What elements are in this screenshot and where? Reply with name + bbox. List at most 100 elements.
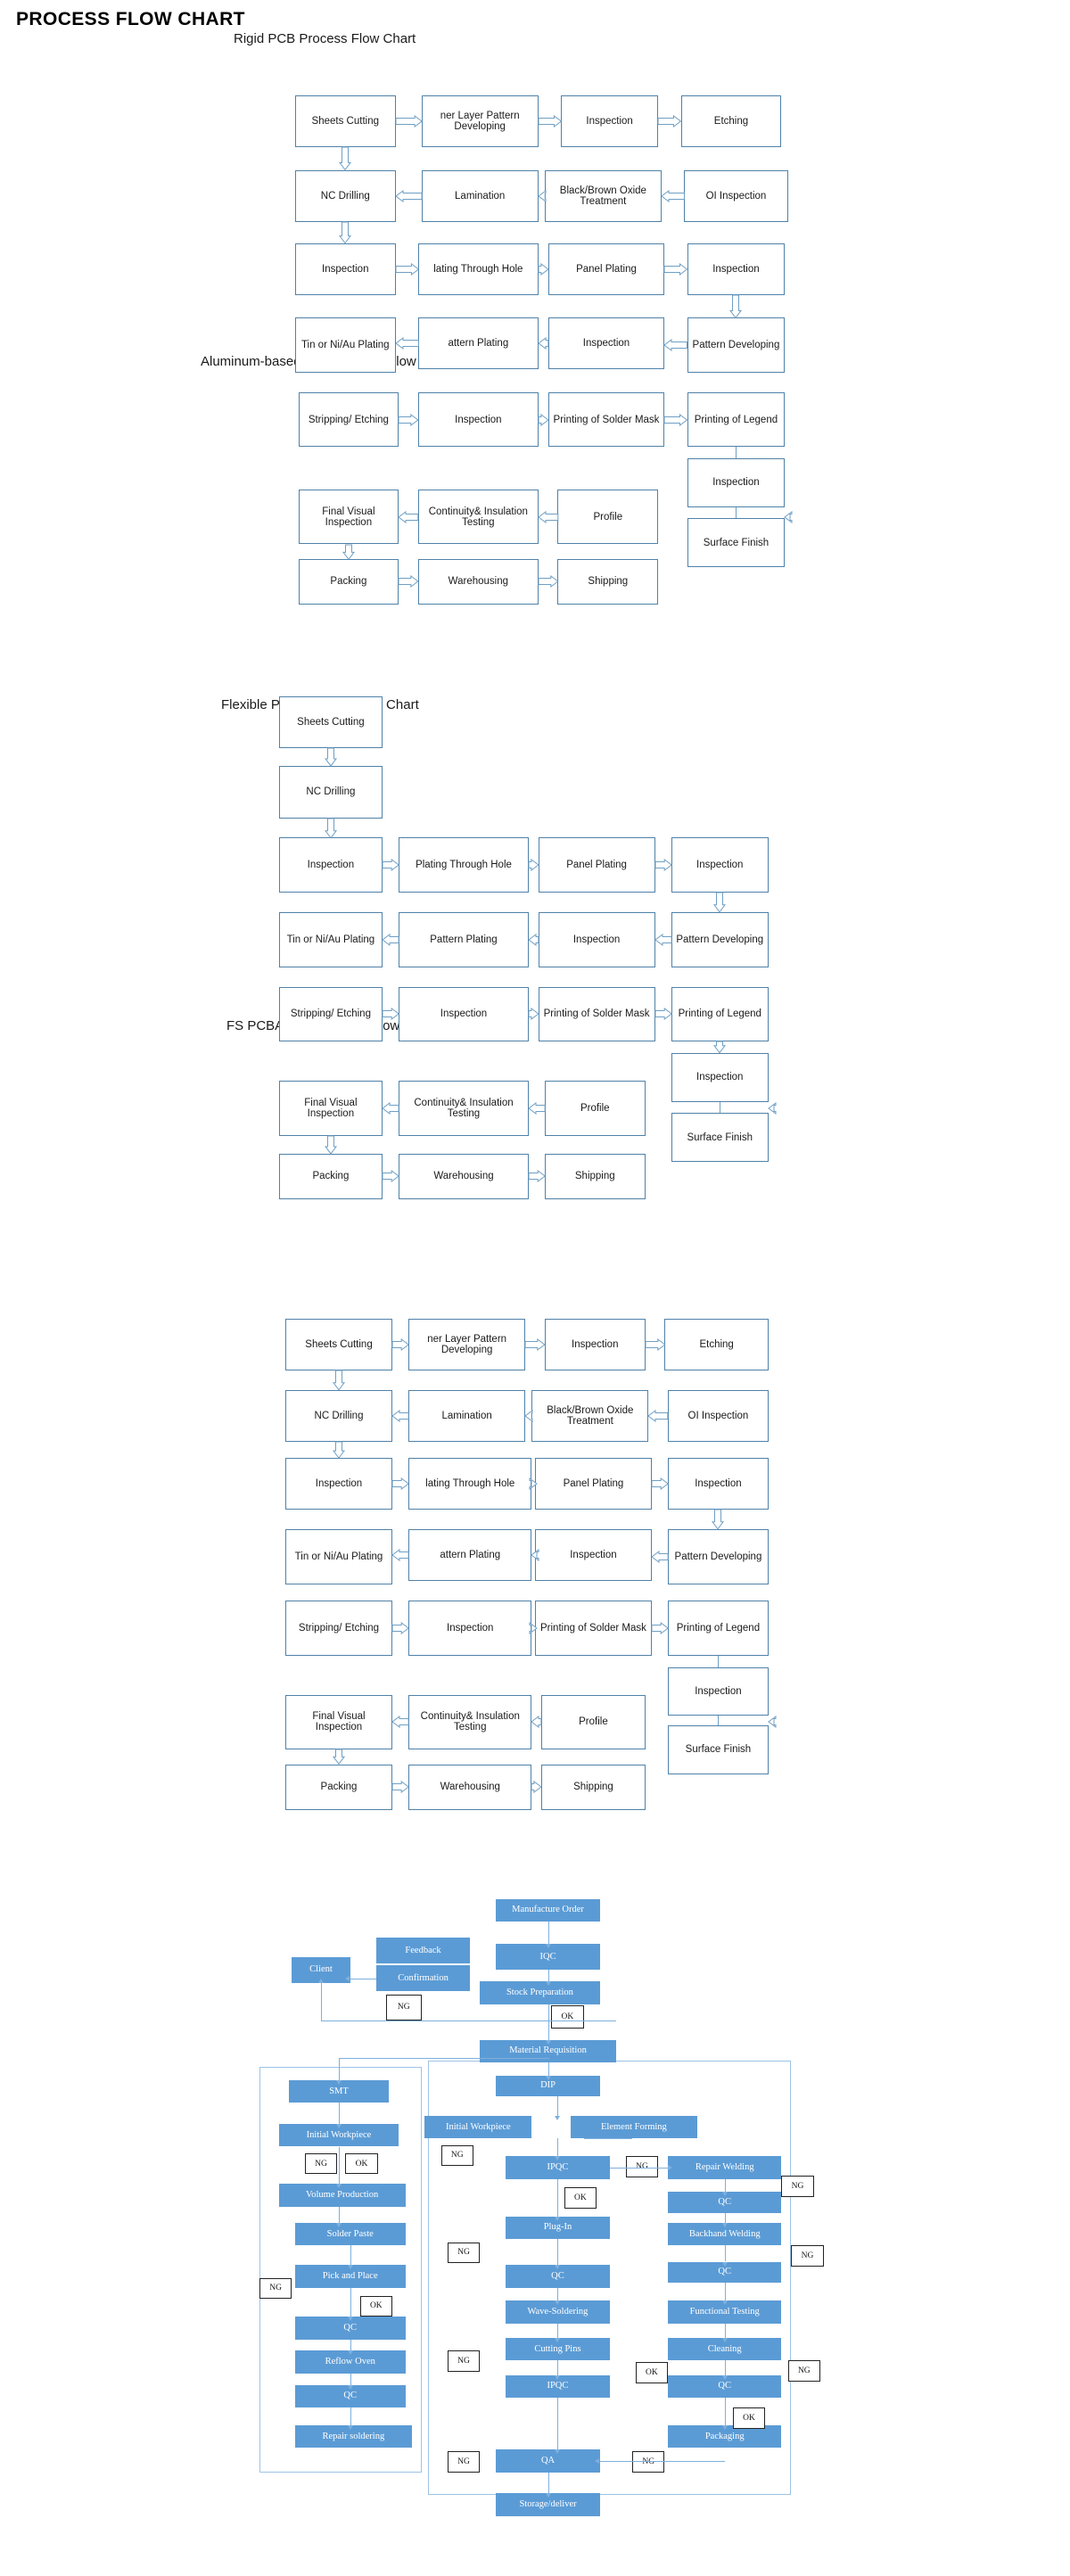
- process-box[interactable]: Black/Brown Oxide Treatment: [544, 169, 662, 222]
- decision-tag-ok[interactable]: OK: [635, 2362, 669, 2383]
- process-box[interactable]: Inspection: [561, 95, 659, 148]
- process-box[interactable]: Inspection: [547, 317, 665, 370]
- process-box[interactable]: Inspection: [418, 391, 539, 448]
- decision-tag-ng[interactable]: NG: [787, 2360, 820, 2382]
- decision-tag-ng[interactable]: NG: [447, 2451, 481, 2473]
- decision-tag-ok[interactable]: OK: [732, 2407, 766, 2429]
- process-box[interactable]: Inspection: [668, 1667, 769, 1716]
- process-box[interactable]: Sheets Cutting: [278, 696, 383, 749]
- process-box[interactable]: Surface Finish: [668, 1725, 769, 1774]
- process-box[interactable]: Inspection: [399, 986, 529, 1042]
- process-box[interactable]: attern Plating: [418, 317, 539, 370]
- process-box[interactable]: OI Inspection: [684, 169, 788, 222]
- process-box[interactable]: lating Through Hole: [408, 1458, 532, 1510]
- process-box[interactable]: Lamination: [421, 169, 539, 222]
- process-box[interactable]: Inspection: [408, 1601, 532, 1656]
- process-box[interactable]: Plating Through Hole: [399, 837, 529, 893]
- process-box[interactable]: Inspection: [278, 837, 383, 893]
- process-box[interactable]: attern Plating: [408, 1529, 532, 1582]
- decision-tag-ng[interactable]: NG: [791, 2245, 824, 2267]
- process-box[interactable]: Inspection: [535, 1529, 652, 1582]
- process-box[interactable]: Sheets Cutting: [285, 1319, 392, 1371]
- process-box[interactable]: Tin or Ni/Au Plating: [294, 317, 396, 373]
- process-box[interactable]: Surface Finish: [687, 518, 785, 567]
- process-box[interactable]: Packing: [278, 1153, 383, 1199]
- process-box[interactable]: Continuity& Insulation Testing: [408, 1694, 532, 1750]
- process-box[interactable]: OI Inspection: [668, 1389, 769, 1443]
- process-box[interactable]: Pattern Developing: [668, 1529, 769, 1584]
- process-box[interactable]: Inspection: [671, 837, 769, 893]
- decision-tag-ng[interactable]: NG: [259, 2277, 292, 2300]
- process-box[interactable]: Shipping: [557, 558, 659, 605]
- process-box[interactable]: lating Through Hole: [418, 243, 539, 295]
- decision-tag-ng[interactable]: NG: [625, 2156, 659, 2177]
- pcba-process-box[interactable]: Feedback: [375, 1938, 471, 1964]
- process-box[interactable]: Surface Finish: [671, 1113, 769, 1162]
- process-box[interactable]: Stripping/ Etching: [298, 391, 399, 448]
- process-box[interactable]: Continuity& Insulation Testing: [399, 1080, 529, 1136]
- process-box[interactable]: Continuity& Insulation Testing: [418, 489, 539, 545]
- process-box[interactable]: Inspection: [544, 1319, 646, 1371]
- process-box[interactable]: Warehousing: [408, 1764, 532, 1810]
- process-box[interactable]: Panel Plating: [547, 243, 665, 295]
- process-box[interactable]: Packing: [285, 1764, 392, 1810]
- pcba-process-box[interactable]: QC: [506, 2265, 610, 2288]
- pcba-process-box[interactable]: QC: [668, 2261, 782, 2284]
- process-box[interactable]: Shipping: [544, 1153, 646, 1199]
- process-box[interactable]: ner Layer Pattern Developing: [408, 1319, 526, 1371]
- pcba-process-box[interactable]: QA: [496, 2449, 600, 2473]
- process-box[interactable]: Pattern Plating: [399, 911, 529, 967]
- process-box[interactable]: Final Visual Inspection: [285, 1694, 392, 1750]
- process-box[interactable]: Printing of Solder Mask: [547, 391, 665, 448]
- process-box[interactable]: Stripping/ Etching: [285, 1601, 392, 1656]
- process-box[interactable]: Tin or Ni/Au Plating: [285, 1529, 392, 1584]
- process-box[interactable]: Pattern Developing: [687, 317, 785, 373]
- process-box[interactable]: Warehousing: [399, 1153, 529, 1199]
- decision-tag-ok[interactable]: OK: [551, 2005, 584, 2029]
- process-box[interactable]: ner Layer Pattern Developing: [421, 95, 539, 148]
- pcba-process-box[interactable]: Repair soldering: [294, 2425, 412, 2448]
- process-box[interactable]: Panel Plating: [535, 1458, 652, 1510]
- process-box[interactable]: Printing of Legend: [671, 986, 769, 1042]
- process-box[interactable]: Inspection: [687, 243, 785, 295]
- process-box[interactable]: Inspection: [294, 243, 396, 295]
- decision-tag-ng[interactable]: NG: [447, 2242, 481, 2264]
- process-box[interactable]: Profile: [557, 489, 659, 545]
- process-box[interactable]: Profile: [544, 1080, 646, 1136]
- pcba-process-box[interactable]: Volume Production: [278, 2184, 406, 2207]
- pcba-process-box[interactable]: QC: [294, 2317, 406, 2340]
- process-box[interactable]: Printing of Solder Mask: [538, 986, 655, 1042]
- decision-tag-ok[interactable]: OK: [345, 2152, 378, 2175]
- process-box[interactable]: Inspection: [671, 1053, 769, 1102]
- process-box[interactable]: Profile: [541, 1694, 646, 1750]
- pcba-process-box[interactable]: Element Forming: [571, 2115, 697, 2139]
- process-box[interactable]: NC Drilling: [294, 169, 396, 222]
- pcba-process-box[interactable]: Manufacture Order: [496, 1898, 600, 1922]
- process-box[interactable]: Printing of Legend: [687, 391, 785, 448]
- decision-tag-ng[interactable]: NG: [304, 2152, 338, 2175]
- process-box[interactable]: Printing of Solder Mask: [535, 1601, 652, 1656]
- process-box[interactable]: NC Drilling: [278, 766, 383, 819]
- pcba-process-box[interactable]: Solder Paste: [294, 2222, 406, 2246]
- decision-tag-ng[interactable]: NG: [385, 1994, 422, 2020]
- decision-tag-ng[interactable]: NG: [447, 2350, 481, 2373]
- pcba-process-box[interactable]: Initial Workpiece: [424, 2115, 532, 2139]
- pcba-process-box[interactable]: Stock Preparation: [480, 1981, 600, 2004]
- process-box[interactable]: Inspection: [668, 1458, 769, 1510]
- process-box[interactable]: Final Visual Inspection: [278, 1080, 383, 1136]
- process-box[interactable]: Stripping/ Etching: [278, 986, 383, 1042]
- process-box[interactable]: Sheets Cutting: [294, 95, 396, 148]
- process-box[interactable]: Warehousing: [418, 558, 539, 605]
- pcba-process-box[interactable]: DIP: [496, 2075, 600, 2097]
- process-box[interactable]: Etching: [664, 1319, 769, 1371]
- process-box[interactable]: Printing of Legend: [668, 1601, 769, 1656]
- process-box[interactable]: Inspection: [285, 1458, 392, 1510]
- process-box[interactable]: Inspection: [538, 911, 655, 967]
- process-box[interactable]: Shipping: [541, 1764, 646, 1810]
- process-box[interactable]: Pattern Developing: [671, 911, 769, 967]
- process-box[interactable]: Etching: [680, 95, 782, 148]
- pcba-process-box[interactable]: Confirmation: [375, 1964, 471, 1992]
- decision-tag-ok[interactable]: OK: [564, 2186, 597, 2209]
- process-box[interactable]: Packing: [298, 558, 399, 605]
- pcba-process-box[interactable]: Repair Welding: [668, 2156, 782, 2179]
